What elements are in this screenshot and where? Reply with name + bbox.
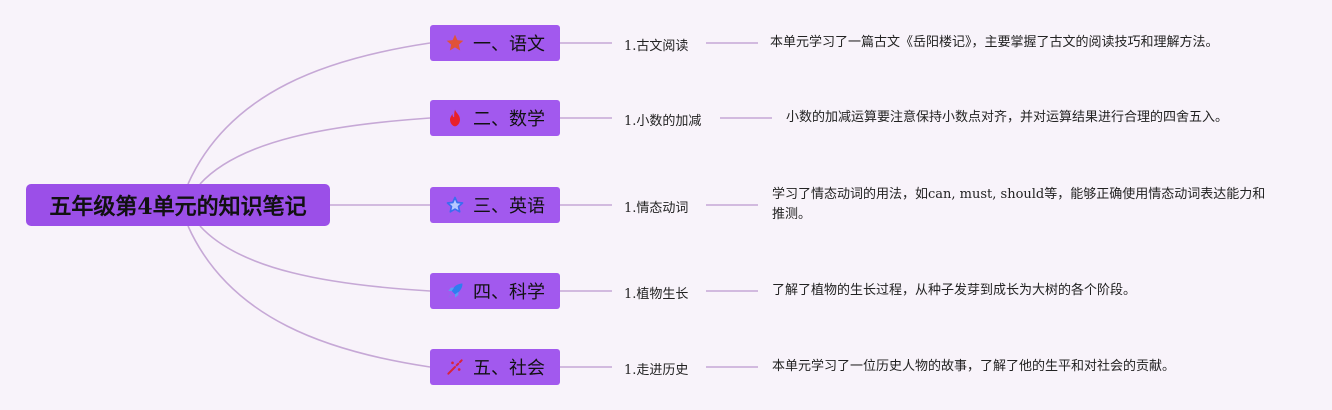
- link-root-1: [187, 42, 431, 185]
- subject-node-chinese[interactable]: 一、语文: [430, 25, 560, 61]
- star-icon: [445, 33, 465, 53]
- link-root-5: [187, 225, 431, 368]
- subject-label: 五、社会: [473, 358, 545, 379]
- fire-icon: [445, 108, 465, 128]
- firework-icon: [445, 357, 465, 377]
- topic-node-chinese[interactable]: 1.古文阅读: [624, 39, 689, 54]
- topic-node-english[interactable]: 1.情态动词: [624, 201, 689, 216]
- topic-node-science[interactable]: 1.植物生长: [624, 287, 689, 302]
- subject-node-science[interactable]: 四、科学: [430, 273, 560, 309]
- note-english: 学习了情态动词的用法，如can, must, should等，能够正确使用情态动…: [772, 187, 1266, 222]
- topic-node-math[interactable]: 1.小数的加减: [624, 114, 702, 129]
- rocket-icon: [445, 281, 465, 301]
- topic-node-society[interactable]: 1.走进历史: [624, 363, 689, 378]
- subject-label: 一、语文: [473, 34, 545, 55]
- link-root-4: [199, 225, 431, 292]
- subject-label: 二、数学: [473, 109, 545, 130]
- link-root-2: [199, 117, 431, 185]
- subject-node-english[interactable]: 三、英语: [430, 187, 560, 223]
- subject-label: 三、英语: [473, 196, 545, 217]
- star-outline-icon: [445, 195, 465, 215]
- root-node[interactable]: 五年级第4单元的知识笔记: [26, 184, 330, 226]
- subject-node-math[interactable]: 二、数学: [430, 100, 560, 136]
- subject-node-society[interactable]: 五、社会: [430, 349, 560, 385]
- note-society: 本单元学习了一位历史人物的故事，了解了他的生平和对社会的贡献。: [772, 359, 1176, 374]
- note-science: 了解了植物的生长过程，从种子发芽到成长为大树的各个阶段。: [772, 283, 1137, 298]
- note-math: 小数的加减运算要注意保持小数点对齐，并对运算结果进行合理的四舍五入。: [786, 110, 1229, 125]
- note-chinese: 本单元学习了一篇古文《岳阳楼记》，主要掌握了古文的阅读技巧和理解方法。: [770, 35, 1219, 50]
- root-label: 五年级第4单元的知识笔记: [49, 194, 307, 220]
- subject-label: 四、科学: [473, 282, 545, 303]
